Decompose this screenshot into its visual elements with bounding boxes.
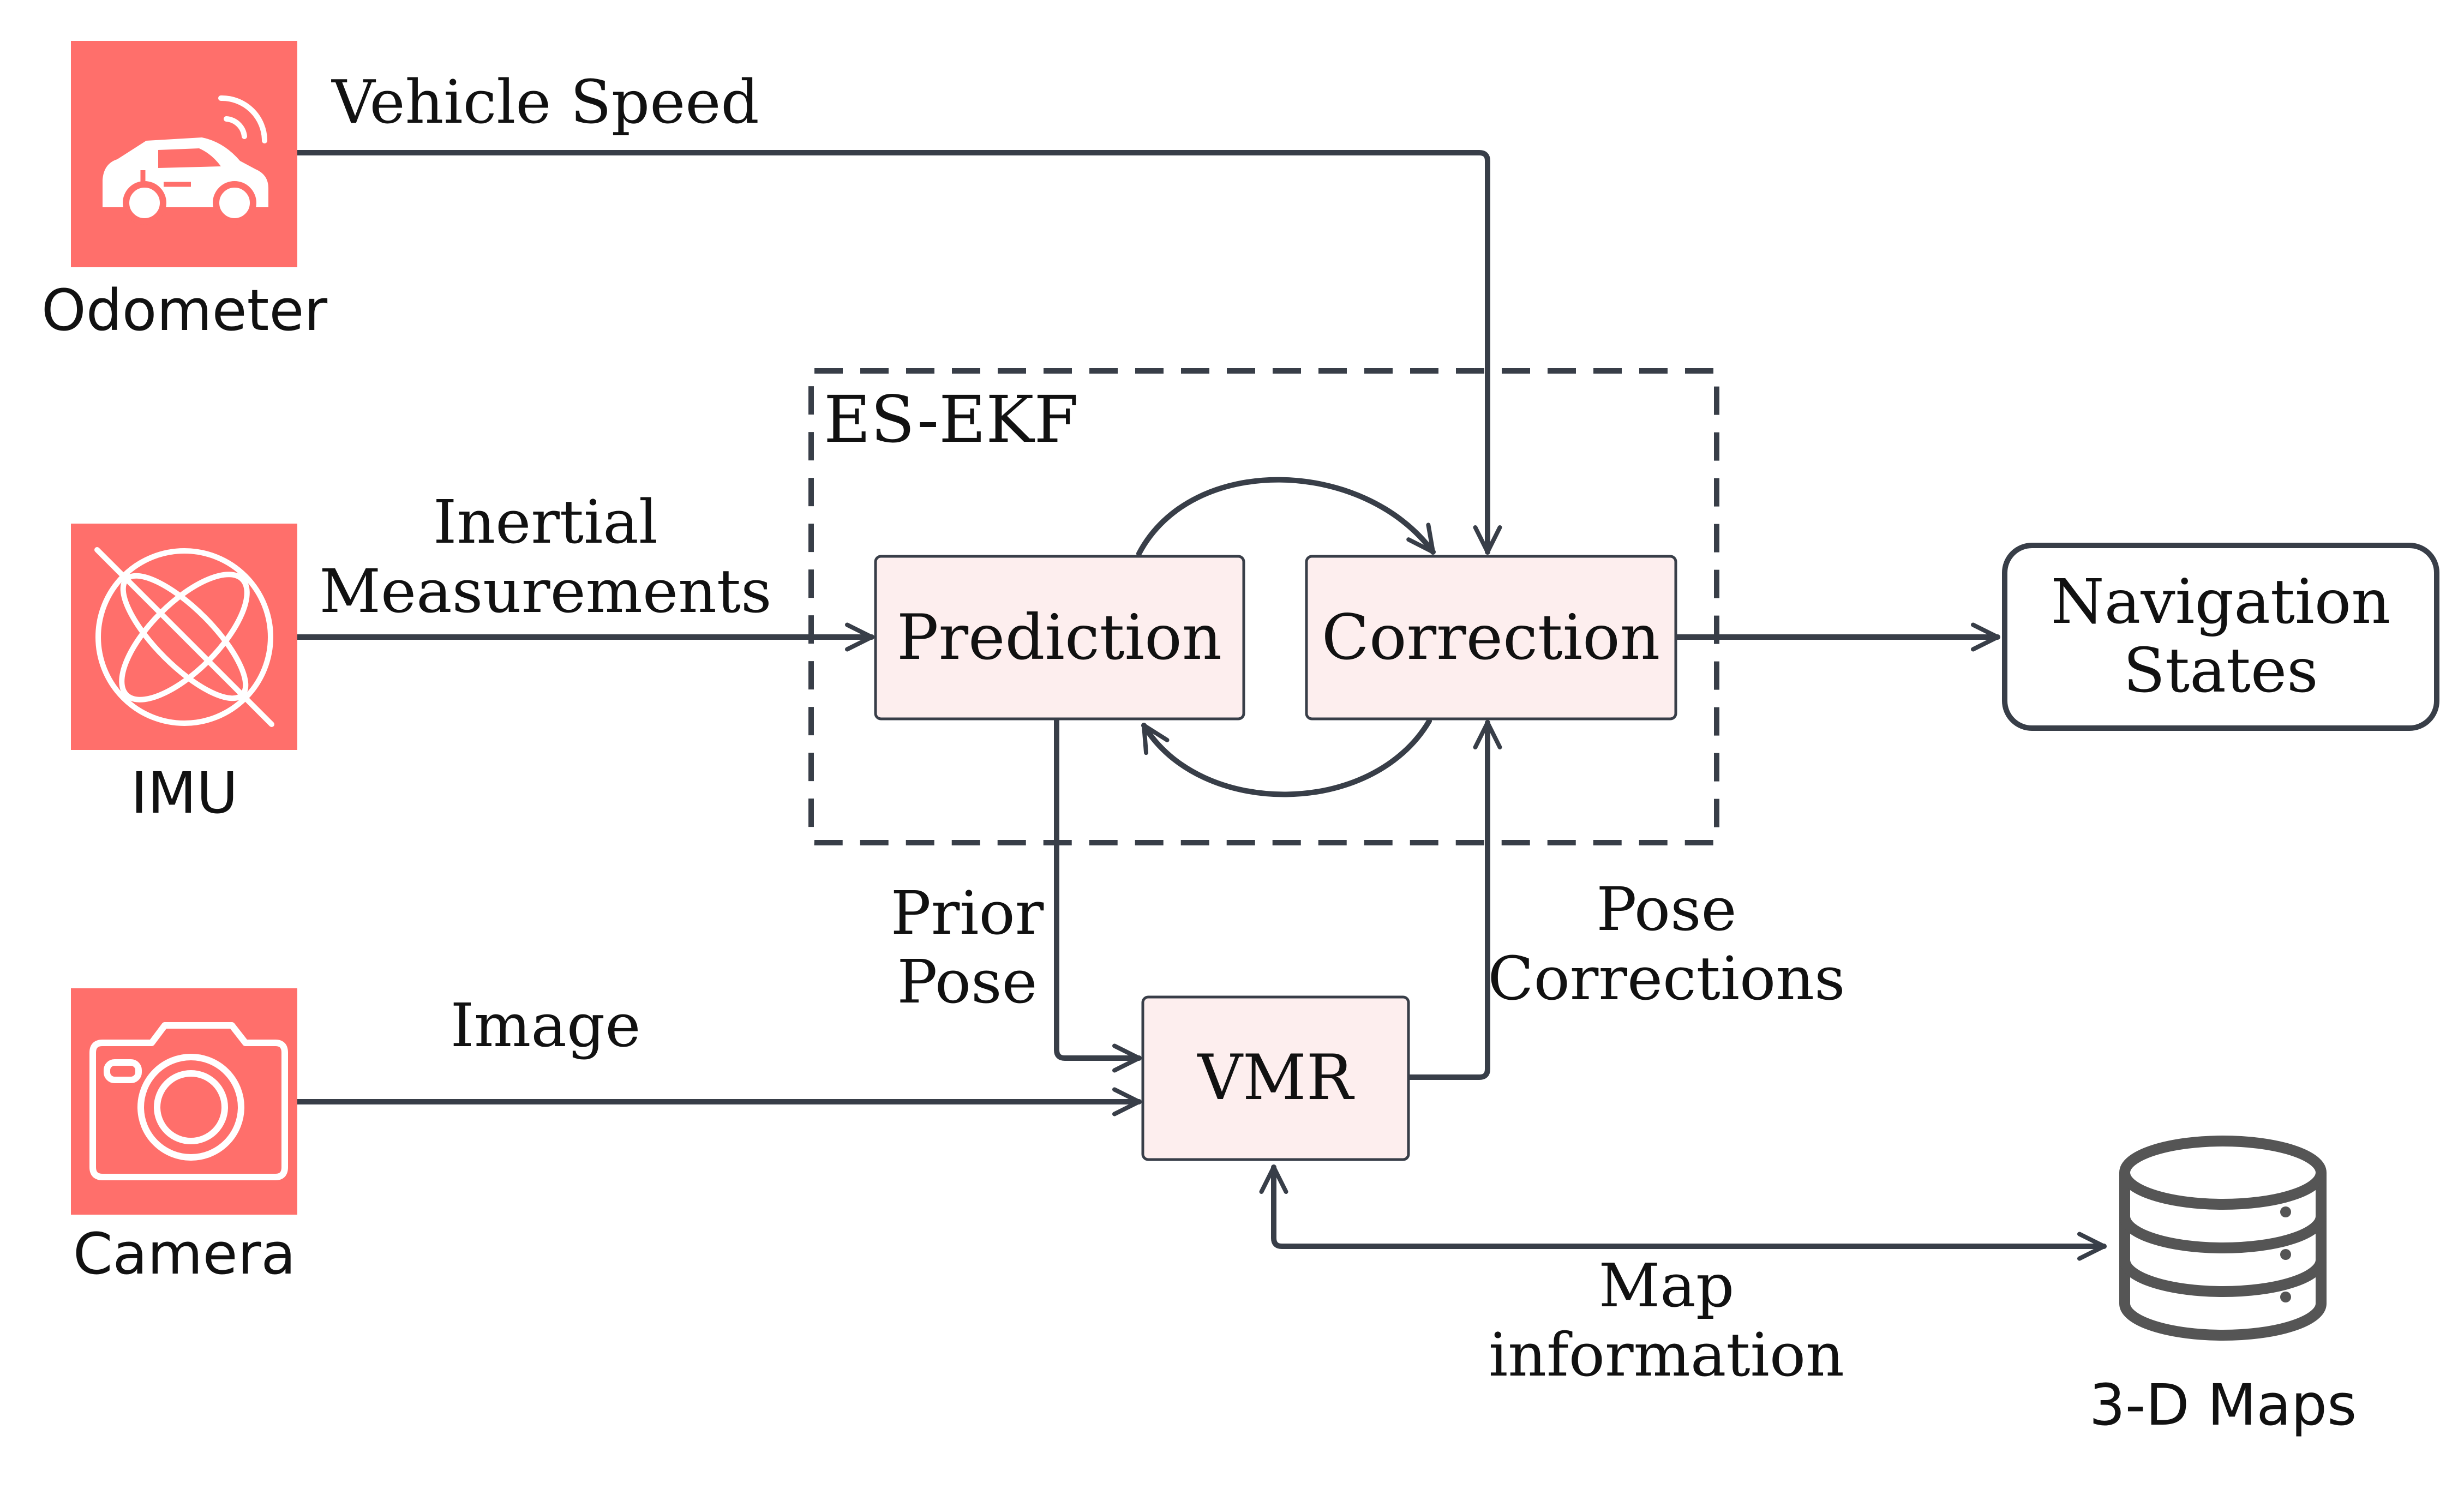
connectors xyxy=(295,150,2107,1261)
map-information-arrow xyxy=(1259,1164,2107,1261)
map-information-label-line2: information xyxy=(1489,1320,1844,1390)
vmr-box xyxy=(1141,995,1410,1161)
camera-icon xyxy=(89,1022,288,1180)
image-label: Image xyxy=(451,990,641,1060)
vehicle-speed-arrow xyxy=(295,150,1502,555)
correct-to-predict-arc xyxy=(1141,718,1432,797)
database-icon xyxy=(2119,1136,2327,1341)
pose-corrections-arrow xyxy=(1406,720,1502,1080)
inertial-label-line2: Measurements xyxy=(319,556,771,626)
vehicle-speed-label: Vehicle Speed xyxy=(331,67,759,137)
imu-label: IMU xyxy=(131,760,238,826)
prediction-node: Prediction xyxy=(874,555,1245,721)
vmr-label: VMR xyxy=(1197,1041,1355,1114)
prior-pose-label-line1: Prior xyxy=(891,878,1044,948)
database-indicator-dots xyxy=(2280,1206,2291,1302)
correction-node: Correction xyxy=(1305,555,1677,721)
navigation-states-node: Navigation States xyxy=(2002,543,2439,731)
navigation-states-box xyxy=(2002,543,2439,731)
vmr-node: VMR xyxy=(1141,995,1410,1161)
correction-box xyxy=(1305,555,1677,721)
maps-store: 3-D Maps xyxy=(2089,1136,2357,1438)
imu-sensor: IMU xyxy=(71,524,297,826)
prior-pose-arrow xyxy=(1054,717,1142,1073)
camera-sensor: Camera xyxy=(71,988,297,1287)
edge-labels: Vehicle Speed Inertial Measurements Imag… xyxy=(319,67,1845,1390)
predict-to-correct-arc xyxy=(1136,477,1436,556)
odometer-sensor: Odometer xyxy=(41,41,328,344)
maps-label: 3-D Maps xyxy=(2089,1372,2357,1438)
odometer-label: Odometer xyxy=(41,277,328,344)
prediction-label: Prediction xyxy=(897,601,1222,674)
navigation-states-line2: States xyxy=(2123,635,2318,706)
camera-label: Camera xyxy=(73,1221,296,1287)
pose-corrections-label-line1: Pose xyxy=(1596,874,1736,944)
prior-pose-label-line2: Pose xyxy=(897,947,1037,1017)
inertial-label-line1: Inertial xyxy=(433,487,658,557)
gyroscope-icon xyxy=(94,547,274,727)
map-information-label-line1: Map xyxy=(1599,1251,1735,1320)
es-ekf-title: ES-EKF xyxy=(824,382,1078,457)
pose-corrections-label-line2: Corrections xyxy=(1488,944,1845,1013)
correction-label: Correction xyxy=(1322,601,1660,674)
car-icon xyxy=(103,95,268,225)
prediction-box xyxy=(874,555,1245,721)
navigation-states-line1: Navigation xyxy=(2051,567,2391,638)
